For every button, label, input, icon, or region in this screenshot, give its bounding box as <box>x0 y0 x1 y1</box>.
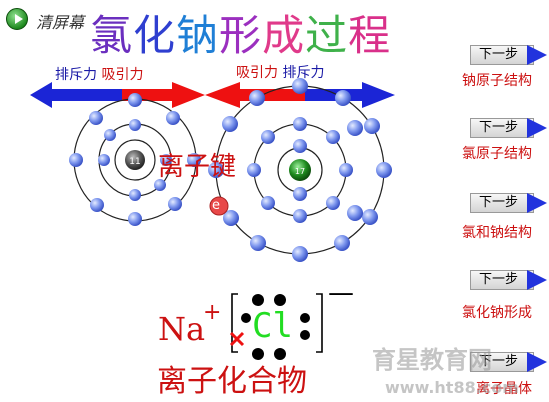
step-caption-sodium[interactable]: 钠原子结构 <box>462 73 532 89</box>
lewis-structure <box>229 293 323 360</box>
chlorine-nucleus <box>289 159 311 181</box>
play-triangle-icon[interactable] <box>527 270 547 290</box>
electron-cross <box>229 331 245 347</box>
title-char: 成 <box>262 11 306 60</box>
sodium-nucleus <box>125 150 145 170</box>
force-labels-left: 排斥力 吸引力 <box>55 64 143 84</box>
valence-dots <box>241 294 310 360</box>
chlorine-electrons <box>208 78 392 262</box>
clear-screen-play-icon[interactable] <box>6 8 28 30</box>
next-step-button-4[interactable]: 下一步 <box>470 270 534 290</box>
repel-label: 排斥力 <box>282 65 325 81</box>
sodium-nucleus-label: 11 <box>129 157 140 167</box>
sodium-atom: 11 <box>69 93 201 226</box>
watermark-url: www.ht88.com <box>385 378 519 397</box>
chloride-ion-charge: — <box>328 278 354 308</box>
title-char: 形 <box>219 11 263 60</box>
sodium-ion-charge: + <box>203 300 222 325</box>
repel-label: 排斥力 <box>55 67 97 83</box>
play-triangle-icon[interactable] <box>527 193 547 213</box>
ionic-compound-label: 离子化合物 <box>157 364 307 399</box>
step-caption-chlorine[interactable]: 氯原子结构 <box>462 146 532 162</box>
sodium-electrons <box>69 93 201 226</box>
page-title: 氯化钠形成过程 <box>90 2 391 63</box>
transferred-electron <box>209 196 229 216</box>
next-step-button-2[interactable]: 下一步 <box>470 118 534 138</box>
step-caption-crystal[interactable]: 离子晶体 <box>476 381 532 397</box>
title-char: 过 <box>305 11 349 60</box>
attract-arrow-left <box>122 82 205 108</box>
attract-label: 吸引力 <box>236 65 278 81</box>
title-char: 化 <box>133 11 177 60</box>
sodium-ion-symbol: Na <box>158 310 206 348</box>
chlorine-atom: 17 <box>208 78 392 262</box>
step-caption-nacl[interactable]: 氯化钠形成 <box>462 305 532 321</box>
force-labels-right: 吸引力 排斥力 <box>236 62 324 82</box>
clear-screen-label[interactable]: 清屏幕 <box>36 13 85 32</box>
title-char: 程 <box>348 11 392 60</box>
electron-label: e <box>212 198 220 213</box>
play-triangle-icon[interactable] <box>527 352 547 372</box>
next-step-button-3[interactable]: 下一步 <box>470 193 534 213</box>
step-caption-both[interactable]: 氯和钠结构 <box>462 225 532 241</box>
attract-label: 吸引力 <box>101 67 144 83</box>
ionic-bond-label: 离子键 <box>158 152 237 182</box>
play-triangle-icon[interactable] <box>527 45 547 65</box>
title-char: 钠 <box>176 11 220 60</box>
next-step-button-1[interactable]: 下一步 <box>470 45 534 65</box>
next-step-button-5[interactable]: 下一步 <box>470 352 534 372</box>
chlorine-nucleus-label: 17 <box>295 167 305 176</box>
watermark-brand: 育星教育网 <box>372 346 492 374</box>
title-char: 氯 <box>90 11 134 60</box>
repel-arrow-left <box>30 82 122 108</box>
play-triangle-icon[interactable] <box>527 118 547 138</box>
chloride-ion-symbol: Cl <box>252 306 293 346</box>
